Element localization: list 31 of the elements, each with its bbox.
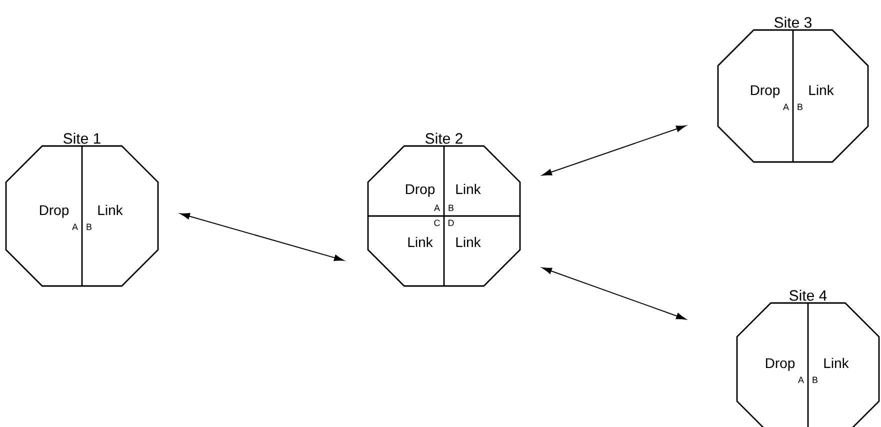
arrow bbox=[542, 125, 686, 176]
site-label: Site 4 bbox=[790, 290, 827, 301]
port-letter: A bbox=[434, 204, 440, 211]
port-letter: B bbox=[812, 376, 818, 383]
site-octagon bbox=[736, 302, 880, 427]
port-letter: B bbox=[86, 224, 92, 230]
port-letter: B bbox=[798, 104, 803, 110]
port-letter: D bbox=[448, 220, 454, 226]
site-octagon bbox=[367, 145, 521, 287]
port-letter: B bbox=[448, 204, 454, 211]
port-letter: A bbox=[798, 376, 804, 383]
section-label: Link bbox=[824, 358, 849, 368]
site-label: Site 2 bbox=[426, 132, 462, 144]
site-label: Site 1 bbox=[64, 132, 100, 144]
port-letter: C bbox=[434, 220, 440, 226]
section-label: Link bbox=[456, 184, 481, 194]
section-label: Drop bbox=[750, 85, 780, 98]
section-label: Drop bbox=[406, 184, 435, 197]
section-label: Drop bbox=[766, 358, 795, 371]
section-label: Link bbox=[98, 204, 123, 215]
arrow bbox=[180, 213, 344, 261]
section-label: Link bbox=[408, 236, 433, 247]
site-octagon bbox=[717, 29, 869, 163]
arrow bbox=[542, 267, 686, 320]
site-octagon bbox=[5, 145, 159, 287]
site-label: Site 3 bbox=[774, 16, 812, 28]
section-label: Drop bbox=[40, 205, 69, 218]
section-label: Link bbox=[809, 84, 834, 95]
port-letter: A bbox=[72, 224, 78, 230]
port-letter: A bbox=[783, 104, 789, 110]
section-label: Link bbox=[456, 236, 481, 247]
